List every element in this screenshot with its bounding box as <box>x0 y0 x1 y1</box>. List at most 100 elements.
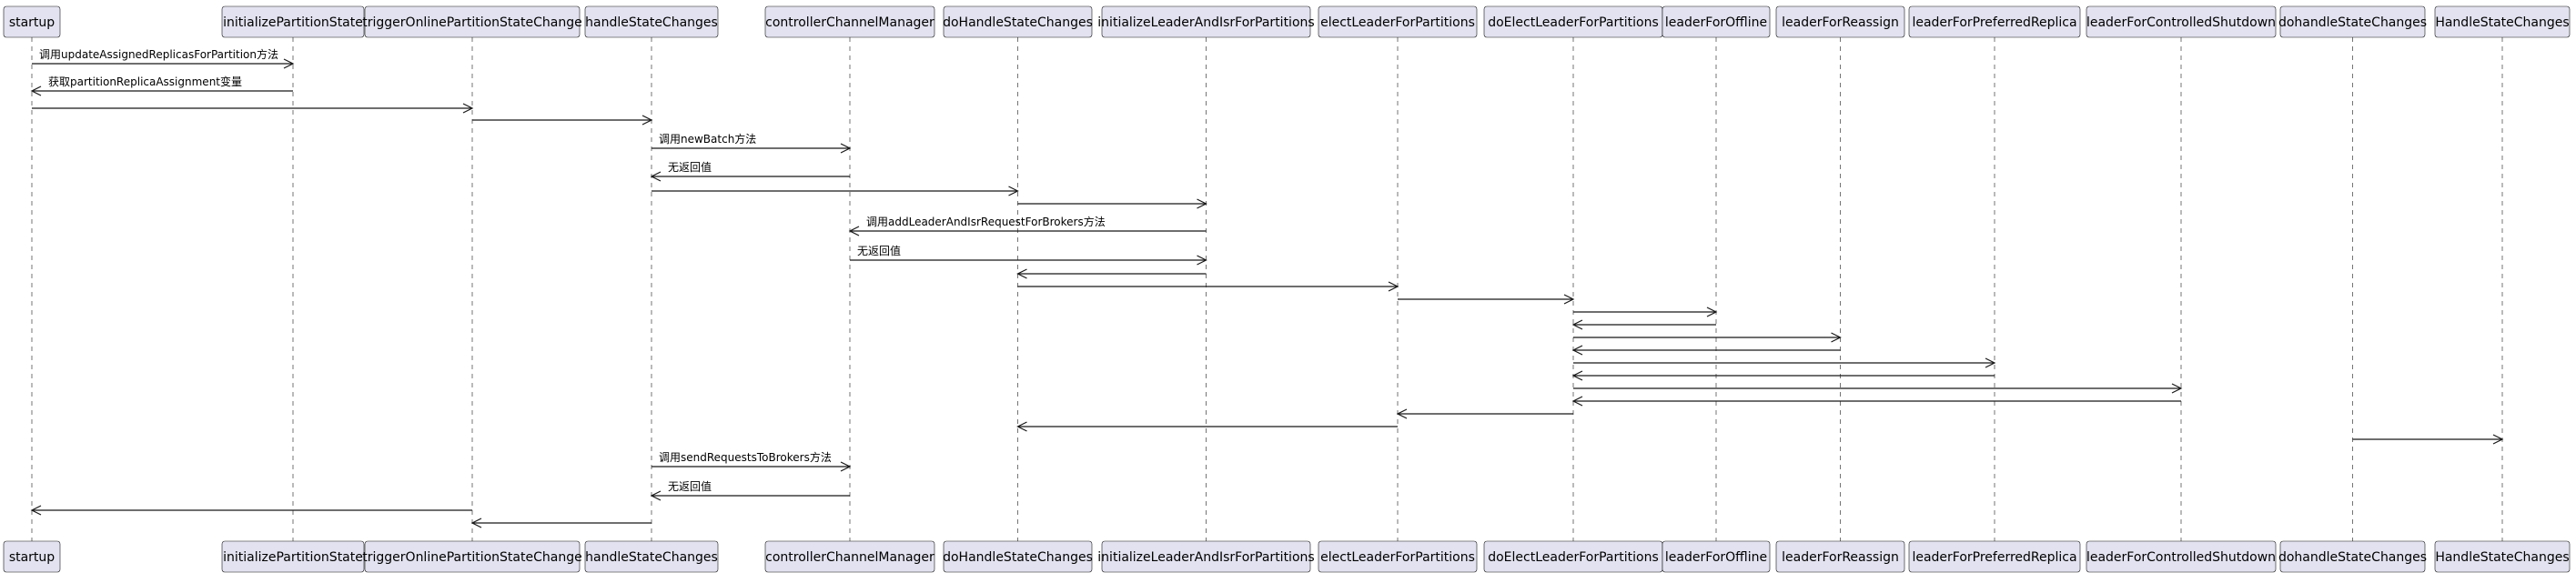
arrowhead <box>30 505 42 516</box>
participant-top-initializePartitionState: initializePartitionState <box>221 5 365 38</box>
participant-top-doElectLeaderForPartitions: doElectLeaderForPartitions <box>1483 5 1663 38</box>
participant-label: dohandleStateChanges <box>2278 15 2427 30</box>
participant-box <box>1775 5 1905 38</box>
participant-box <box>1662 540 1771 573</box>
message-20 <box>1571 396 2181 407</box>
participant-bottom-HandleStateChanges: HandleStateChanges <box>2434 540 2571 573</box>
message-19 <box>1573 383 2183 394</box>
participant-label: controllerChannelManager <box>765 15 934 30</box>
message-14 <box>1571 319 1716 330</box>
message-24: 调用sendRequestsToBrokers方法 <box>652 450 852 472</box>
arrowhead <box>283 58 295 69</box>
arrowhead <box>1016 268 1027 279</box>
participant-box <box>1775 540 1905 573</box>
participant-top-handleStateChanges: handleStateChanges <box>584 5 719 38</box>
message-8: 调用addLeaderAndIsrRequestForBrokers方法 <box>848 215 1207 236</box>
message-2 <box>32 103 474 114</box>
participant-box <box>221 5 365 38</box>
participant-box <box>1101 5 1311 38</box>
message-25: 无返回值 <box>650 479 850 501</box>
participant-bottom-controllerChannelManager: controllerChannelManager <box>764 540 935 573</box>
arrowhead <box>1571 396 1583 407</box>
participant-bottom-leaderForReassign: leaderForReassign <box>1775 540 1905 573</box>
participant-box <box>943 5 1093 38</box>
message-label: 调用updateAssignedReplicasForPartition方法 <box>39 47 278 61</box>
message-label: 无返回值 <box>668 160 712 174</box>
messages: 调用updateAssignedReplicasForPartition方法获取… <box>30 47 2504 528</box>
arrowhead <box>1706 307 1718 317</box>
message-26 <box>30 505 472 516</box>
participant-top-dohandleStateChanges: dohandleStateChanges <box>2278 5 2427 38</box>
message-27 <box>470 518 652 528</box>
participant-box <box>1101 540 1311 573</box>
arrowhead <box>1388 281 1399 292</box>
participant-bottom-doElectLeaderForPartitions: doElectLeaderForPartitions <box>1483 540 1663 573</box>
participant-bottom-leaderForPreferredReplica: leaderForPreferredReplica <box>1908 540 2081 573</box>
participant-box <box>2279 5 2426 38</box>
message-6 <box>652 186 1019 196</box>
participant-top-doHandleStateChanges: doHandleStateChanges <box>943 5 1093 38</box>
participant-label: doHandleStateChanges <box>943 550 1093 565</box>
participant-box <box>764 540 935 573</box>
arrowhead <box>1197 255 1207 266</box>
arrowhead <box>2171 383 2183 394</box>
arrowhead <box>1008 186 1019 196</box>
message-11 <box>1017 281 1399 292</box>
arrowhead <box>840 461 852 472</box>
arrowhead <box>30 85 42 96</box>
arrowhead <box>1571 345 1583 356</box>
message-label: 获取partitionReplicaAssignment变量 <box>48 75 242 88</box>
participant-box <box>2086 5 2277 38</box>
participant-box <box>764 5 935 38</box>
participant-box <box>2086 540 2277 573</box>
participant-bottom-initializePartitionState: initializePartitionState <box>221 540 365 573</box>
participant-label: initializeLeaderAndIsrForPartitions <box>1097 15 1314 30</box>
participant-top-controllerChannelManager: controllerChannelManager <box>764 5 935 38</box>
arrowhead <box>462 103 474 114</box>
participant-label: leaderForControlledShutdown <box>2086 15 2276 30</box>
message-16 <box>1571 345 1841 356</box>
arrowhead <box>1831 332 1842 343</box>
message-12 <box>1398 294 1575 305</box>
participant-box <box>3 540 61 573</box>
arrowhead <box>1396 408 1408 419</box>
participant-label: initializePartitionState <box>223 550 363 565</box>
participant-top-startup: startup <box>3 5 61 38</box>
message-4: 调用newBatch方法 <box>652 132 852 154</box>
participant-bottom-leaderForControlledShutdown: leaderForControlledShutdown <box>2086 540 2277 573</box>
participant-top-leaderForOffline: leaderForOffline <box>1662 5 1771 38</box>
participant-box <box>221 540 365 573</box>
participants: startupstartupinitializePartitionStatein… <box>3 5 2571 573</box>
message-label: 调用addLeaderAndIsrRequestForBrokers方法 <box>866 215 1106 228</box>
participant-top-leaderForReassign: leaderForReassign <box>1775 5 1905 38</box>
participant-label: electLeaderForPartitions <box>1320 15 1475 30</box>
participant-bottom-electLeaderForPartitions: electLeaderForPartitions <box>1318 540 1478 573</box>
participant-label: dohandleStateChanges <box>2278 550 2427 565</box>
participant-label: triggerOnlinePartitionStateChange <box>362 15 581 30</box>
participant-box <box>3 5 61 38</box>
message-15 <box>1573 332 1842 343</box>
arrowhead <box>1571 319 1583 330</box>
participant-bottom-triggerOnlinePartitionStateChange: triggerOnlinePartitionStateChange <box>362 540 582 573</box>
arrowhead <box>1197 198 1207 209</box>
message-13 <box>1573 307 1718 317</box>
participant-box <box>943 540 1093 573</box>
participant-bottom-doHandleStateChanges: doHandleStateChanges <box>943 540 1093 573</box>
arrowhead <box>848 226 860 236</box>
message-21 <box>1396 408 1573 419</box>
participant-box <box>2279 540 2426 573</box>
participant-label: doElectLeaderForPartitions <box>1488 15 1659 30</box>
participant-label: leaderForPreferredReplica <box>1912 15 2076 30</box>
participant-bottom-dohandleStateChanges: dohandleStateChanges <box>2278 540 2427 573</box>
participant-label: doHandleStateChanges <box>943 15 1093 30</box>
participant-label: leaderForOffline <box>1665 550 1767 565</box>
participant-top-HandleStateChanges: HandleStateChanges <box>2434 5 2571 38</box>
participant-label: leaderForReassign <box>1782 550 1899 565</box>
lifelines <box>31 37 2503 541</box>
participant-label: leaderForPreferredReplica <box>1912 550 2076 565</box>
participant-top-leaderForPreferredReplica: leaderForPreferredReplica <box>1908 5 2081 38</box>
message-label: 无返回值 <box>668 479 712 493</box>
arrowhead <box>641 115 653 126</box>
participant-label: doElectLeaderForPartitions <box>1488 550 1659 565</box>
participant-label: handleStateChanges <box>585 15 718 30</box>
